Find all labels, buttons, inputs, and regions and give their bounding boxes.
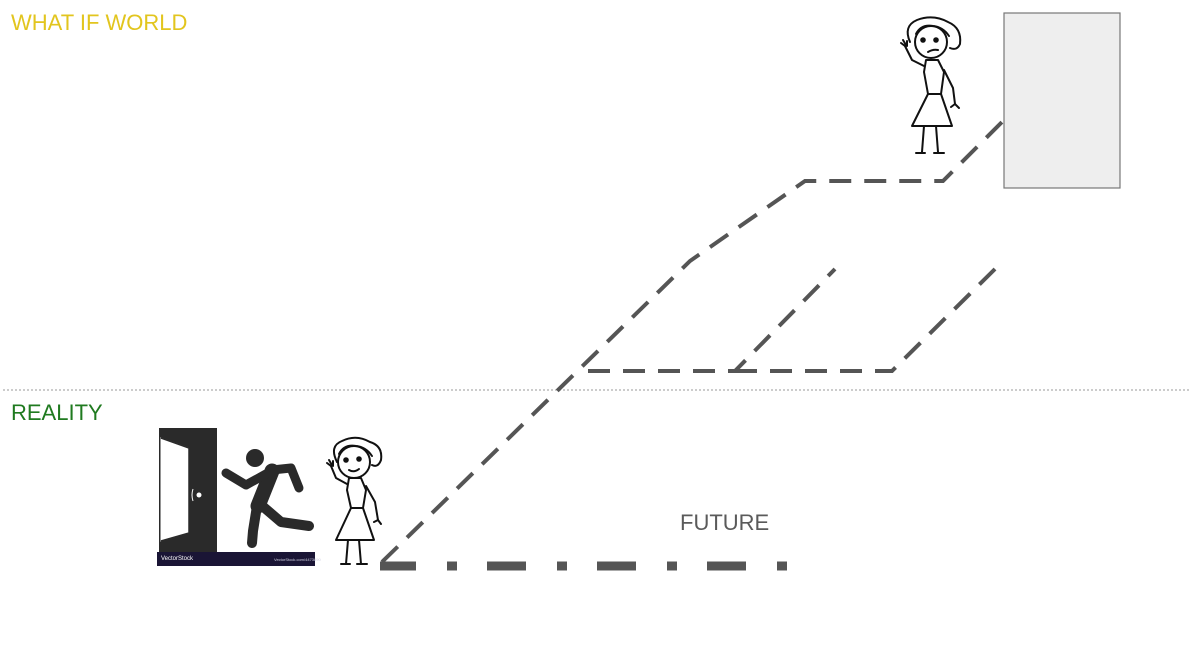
watermark-url: VectorStock.com/4473890	[274, 557, 321, 562]
branch-path-2	[735, 267, 997, 373]
future-label: FUTURE	[680, 510, 770, 535]
branch-path-1	[588, 267, 837, 373]
waving-girl-reality-icon	[326, 436, 383, 565]
main-what-if-path	[380, 119, 1005, 564]
what-if-world-label: WHAT IF WORLD	[11, 10, 188, 35]
exit-door-icon	[157, 428, 315, 566]
what-if-panel	[1003, 12, 1121, 189]
running-person-icon	[221, 449, 314, 548]
watermark-brand: VectorStock	[161, 556, 194, 562]
reality-label: REALITY	[11, 400, 103, 425]
waving-girl-what-if-icon	[900, 16, 962, 154]
